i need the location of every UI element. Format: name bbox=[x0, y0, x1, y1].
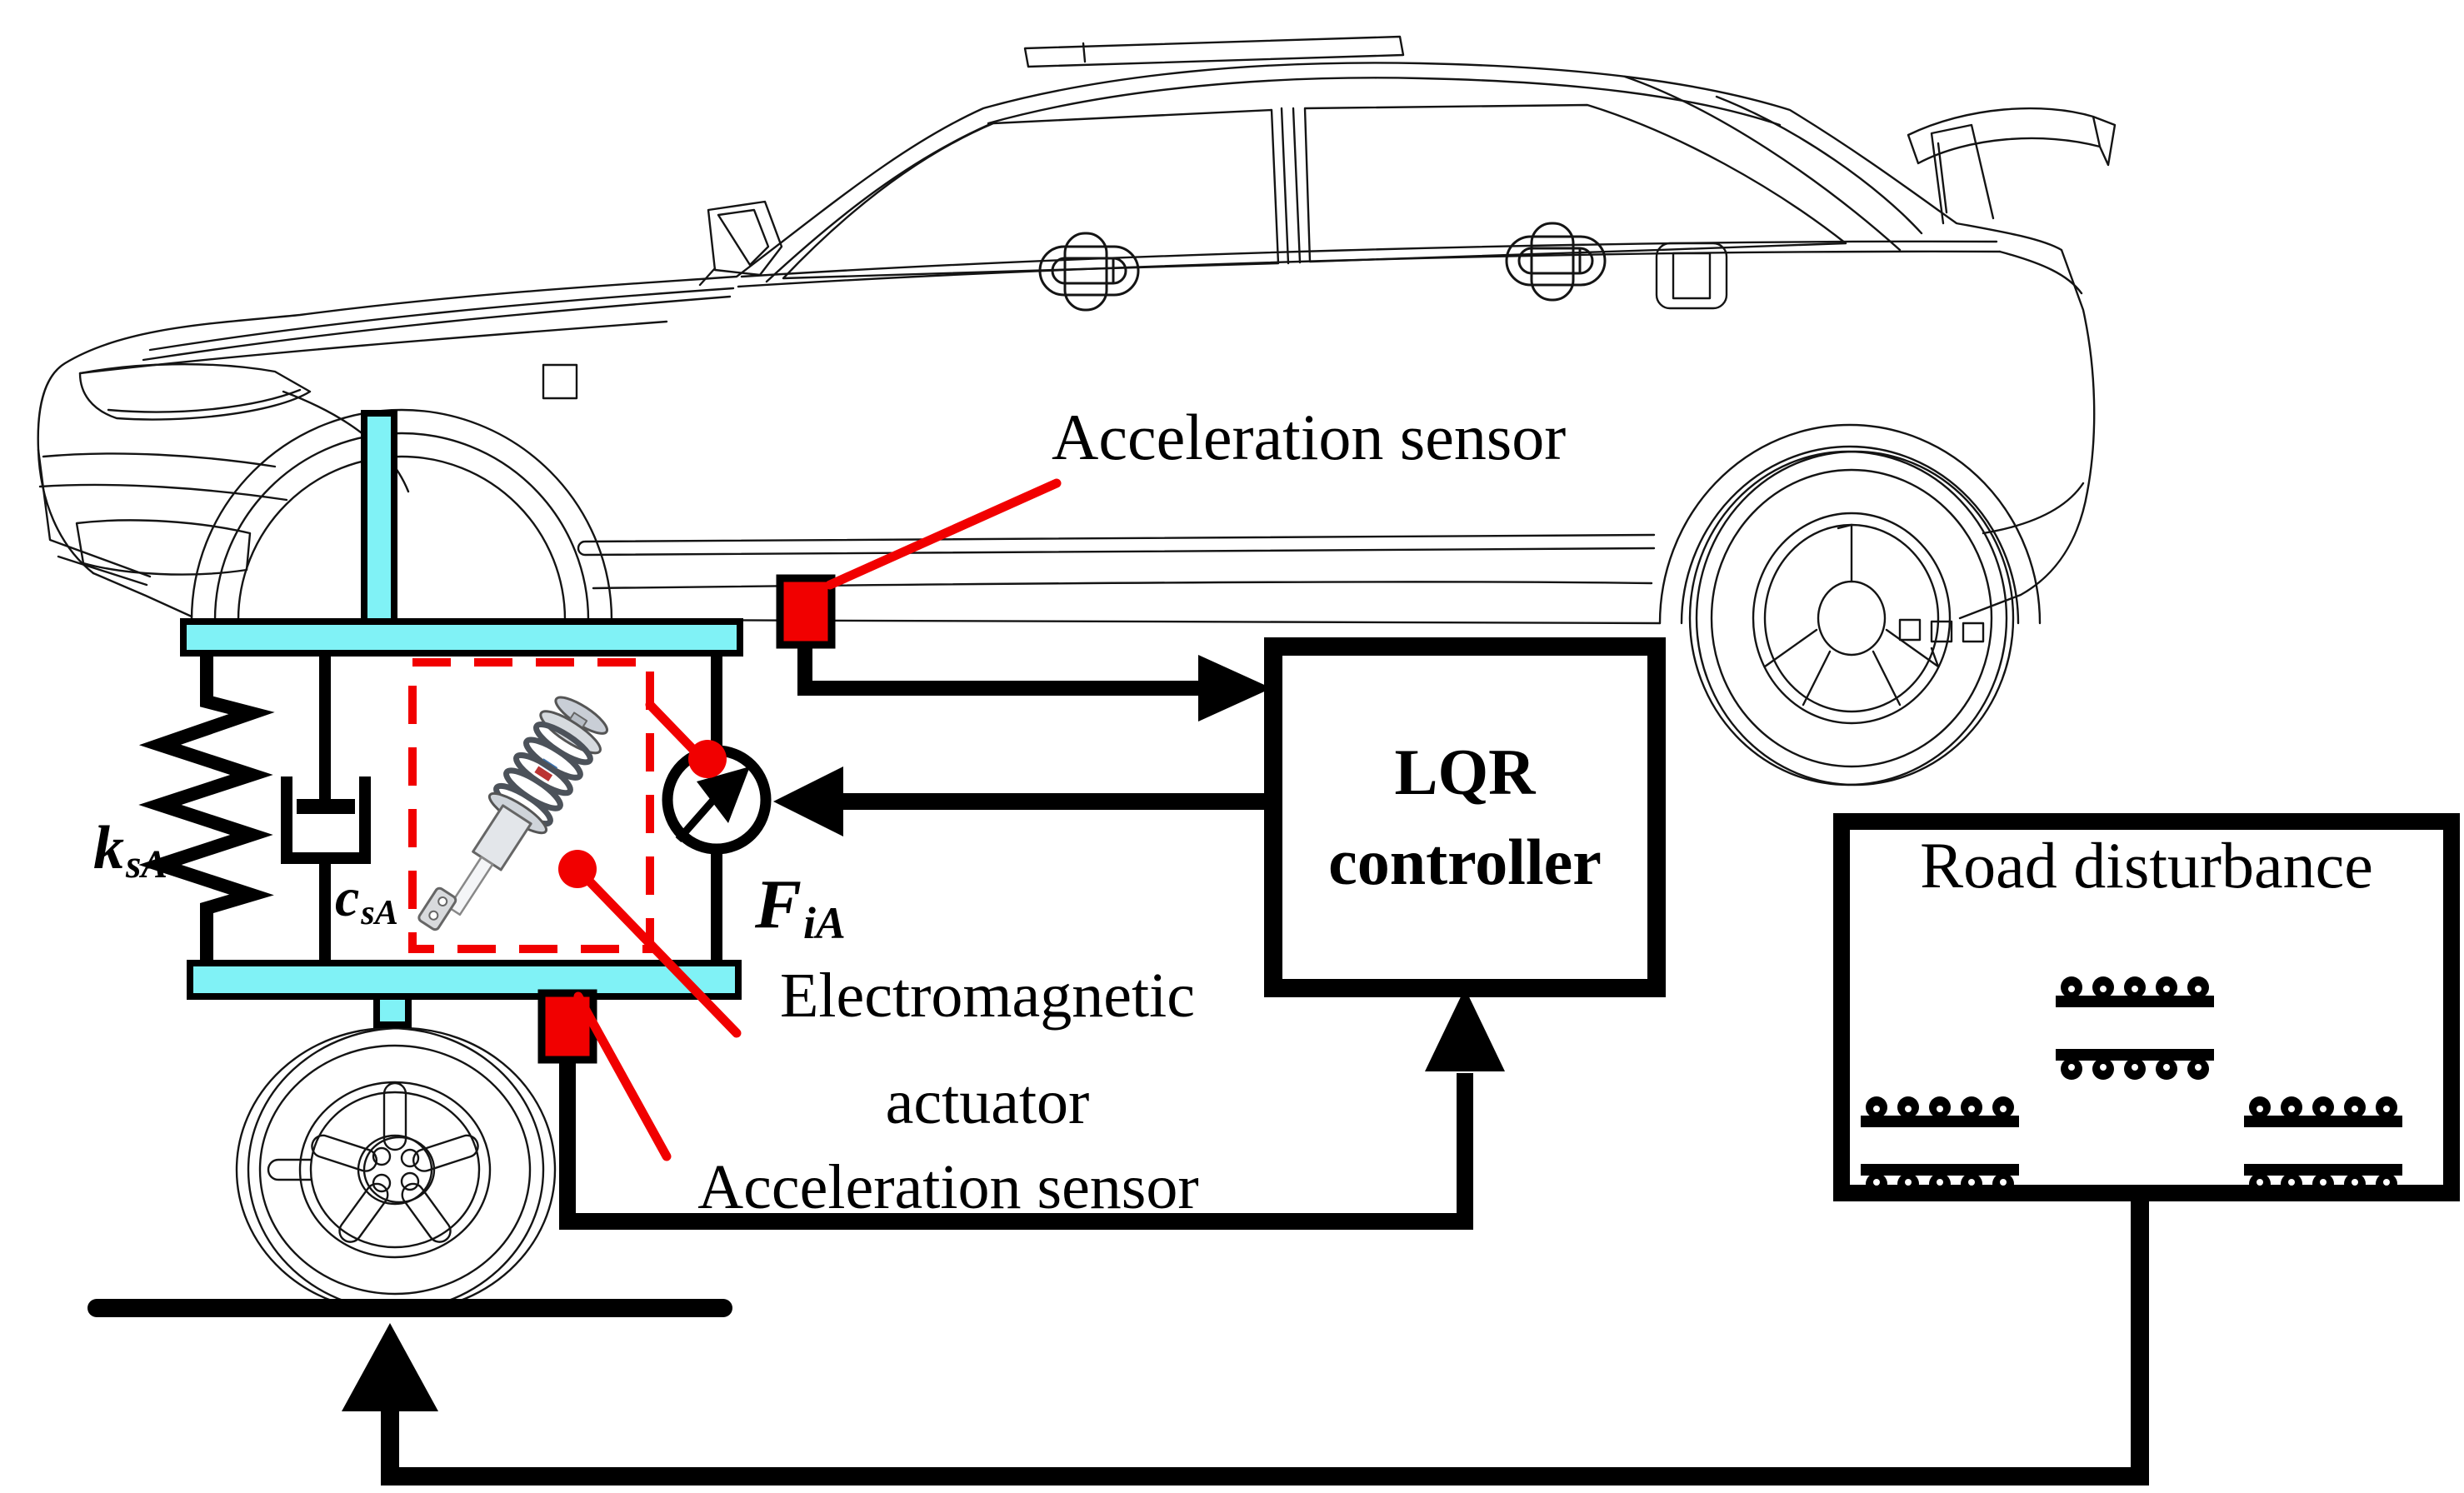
bump-strip-icon bbox=[2056, 976, 2214, 1001]
bump-strip-icon bbox=[2244, 1170, 2402, 1195]
headlight-icon bbox=[78, 362, 312, 421]
road-disturbance-wire bbox=[381, 1195, 2149, 1486]
body-strut bbox=[361, 410, 397, 630]
electromagnetic-actuator-label-line1: Electromagnetic bbox=[780, 961, 1195, 1031]
spring-coefficient-label: ksA bbox=[93, 816, 167, 886]
roof-inner-line bbox=[987, 77, 1782, 127]
spring-symbol-icon bbox=[138, 653, 275, 963]
body-sensor-wire bbox=[797, 643, 1202, 696]
road-input-arrowhead bbox=[342, 1323, 438, 1411]
wheel-spokes bbox=[311, 1081, 479, 1243]
c-pillar bbox=[1623, 75, 1902, 252]
side-mirror-icon bbox=[698, 200, 783, 287]
side-moulding bbox=[577, 533, 1656, 590]
grille-lines bbox=[38, 452, 288, 502]
damper-symbol-sub: sA bbox=[361, 893, 398, 933]
red-dot-on-circle bbox=[688, 740, 727, 778]
lqr-controller-label: LQR controller bbox=[1273, 647, 1657, 988]
spring-symbol-sub: sA bbox=[126, 843, 168, 887]
body-acceleration-sensor bbox=[776, 574, 836, 649]
leader-body-sensor bbox=[825, 478, 1062, 590]
sunroof bbox=[1023, 35, 1405, 68]
rear-door-handle-icon bbox=[1505, 222, 1607, 302]
front-wheel-arch bbox=[190, 408, 613, 622]
road-disturbance-box bbox=[1833, 813, 2460, 1201]
rear-spoiler-icon bbox=[1907, 107, 2117, 225]
bump-strip-icon bbox=[1861, 1096, 2019, 1121]
emblem-square bbox=[542, 363, 578, 400]
rear-wheel-arch bbox=[1658, 423, 2042, 625]
hood-lines bbox=[78, 287, 735, 375]
force-symbol-sub: iA bbox=[803, 897, 846, 948]
coilover-shock-photo-icon bbox=[417, 696, 608, 931]
windshield-line bbox=[765, 123, 990, 283]
electromagnetic-actuator-label-line2: actuator bbox=[885, 1067, 1090, 1137]
car-body-outline bbox=[37, 62, 2096, 620]
lqr-label-line2: controller bbox=[1328, 826, 1602, 898]
wheel-sensor-label: Acceleration sensor bbox=[697, 1152, 1199, 1222]
damping-coefficient-label: csA bbox=[335, 867, 398, 933]
spring-symbol-base: k bbox=[93, 814, 124, 882]
leader-em-actuator bbox=[572, 864, 742, 1038]
leader-wheel-sensor bbox=[573, 991, 672, 1161]
front-door-window bbox=[782, 108, 1280, 280]
wheel-sensor-wire bbox=[559, 1058, 1473, 1230]
red-dot-in-box bbox=[558, 850, 597, 888]
body-sensor-label: Acceleration sensor bbox=[1052, 401, 1567, 473]
lqr-label-line1: LQR bbox=[1394, 736, 1536, 809]
bump-strip-icon bbox=[2244, 1096, 2402, 1121]
wheel-stub bbox=[373, 993, 412, 1028]
fog-lamp-inset bbox=[57, 519, 252, 587]
lqr-bottom-arrowhead bbox=[1425, 988, 1505, 1071]
force-diagonal-arrowhead bbox=[697, 766, 750, 823]
b-pillar bbox=[1280, 107, 1302, 265]
sprung-mass-bar bbox=[180, 618, 743, 657]
lqr-controller-box bbox=[1264, 637, 1666, 997]
rear-details bbox=[1898, 250, 2085, 643]
wheel-icon bbox=[235, 1026, 557, 1313]
bump-strip-icon bbox=[2056, 1055, 2214, 1080]
car-beltline bbox=[737, 240, 2002, 288]
actuator-force-label: FiA bbox=[755, 868, 846, 947]
force-diagonal-line bbox=[675, 796, 718, 842]
fuel-door-icon bbox=[1655, 242, 1728, 310]
front-door-handle-icon bbox=[1038, 232, 1140, 312]
rear-door-window bbox=[1303, 103, 1847, 263]
car-wireframe-icon bbox=[37, 35, 2117, 786]
unsprung-mass-bar bbox=[187, 960, 742, 1000]
lqr-left-arrowhead bbox=[1198, 655, 1272, 722]
damper-symbol-base: c bbox=[335, 867, 360, 928]
road-disturbance-label: Road disturbance bbox=[1920, 829, 2373, 901]
quarter-window bbox=[1715, 95, 1923, 235]
damper-symbol-icon bbox=[281, 653, 371, 963]
rear-wheel-icon bbox=[1688, 450, 2015, 786]
force-symbol-base: F bbox=[755, 866, 802, 943]
leader-actuator-circle bbox=[645, 700, 703, 760]
bump-strip-icon bbox=[1861, 1170, 2019, 1195]
actuator-dashed-box bbox=[408, 658, 654, 953]
actuator-arrowhead bbox=[773, 766, 843, 836]
